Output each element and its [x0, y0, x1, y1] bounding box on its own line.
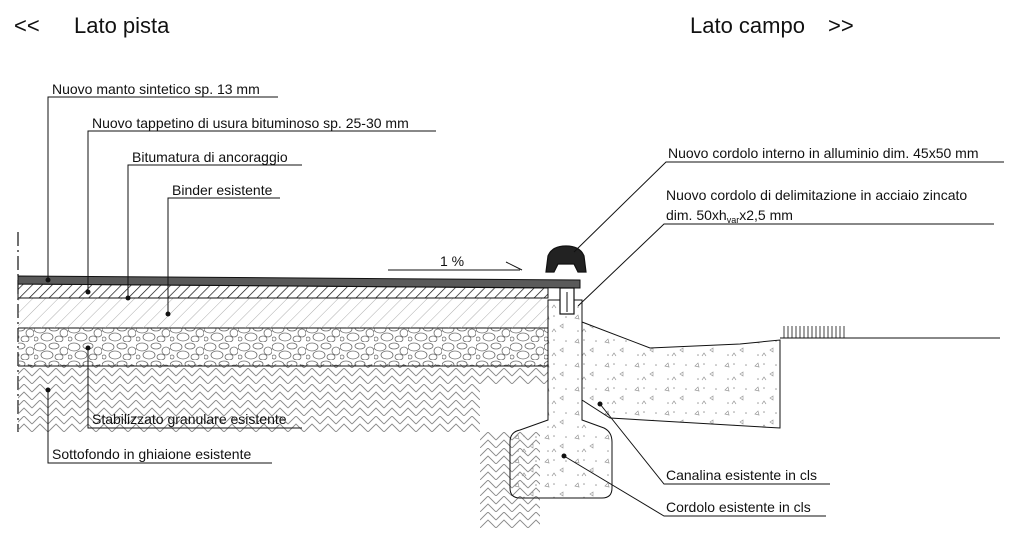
label-sottofondo: Sottofondo in ghiaione esistente	[52, 446, 251, 462]
left-arrow: <<	[14, 13, 40, 38]
label-bitumatura: Bitumatura di ancoraggio	[132, 149, 288, 165]
label-manto: Nuovo manto sintetico sp. 13 mm	[52, 81, 260, 97]
leader-cordolo-cls	[561, 453, 826, 517]
label-cordolo-alluminio: Nuovo cordolo interno in alluminio dim. …	[668, 145, 978, 161]
left-title: Lato pista	[74, 13, 170, 38]
campo-grass	[783, 326, 845, 338]
leader-manto	[45, 96, 278, 283]
leader-bitumatura	[125, 164, 302, 301]
slope-label: 1 %	[440, 253, 464, 269]
right-title: Lato campo	[690, 13, 805, 38]
label-canalina: Canalina esistente in cls	[666, 467, 817, 483]
leader-cordolo-acciaio	[577, 223, 994, 307]
label-tappetino: Nuovo tappetino di usura bituminoso sp. …	[92, 115, 409, 131]
label-cordolo-acciaio-1: Nuovo cordolo di delimitazione in acciai…	[666, 187, 967, 203]
slope-arrow: 1 %	[388, 253, 523, 271]
leader-cordolo-alluminio	[573, 161, 1004, 253]
cordolo-alluminio	[545, 245, 587, 273]
label-binder: Binder esistente	[172, 182, 273, 198]
stabilizzato-layer	[18, 328, 548, 366]
leader-tappetino	[85, 130, 436, 295]
leader-binder	[165, 197, 280, 317]
label-cordolo-acciaio-2: dim. 50xhvarx2,5 mm	[666, 207, 793, 225]
manto-layer	[17, 275, 581, 289]
leader-stabilizzato	[85, 345, 302, 429]
leader-canalina	[597, 401, 830, 485]
canalina-cls	[581, 321, 781, 429]
binder-layer	[18, 298, 548, 328]
leader-sottofondo	[45, 387, 272, 464]
label-cordolo-cls: Cordolo esistente in cls	[666, 499, 811, 515]
label-stabilizzato: Stabilizzato granulare esistente	[92, 411, 287, 427]
sottofondo-layer	[18, 364, 548, 528]
cordolo-cls	[509, 299, 613, 499]
right-arrow: >>	[828, 13, 854, 38]
